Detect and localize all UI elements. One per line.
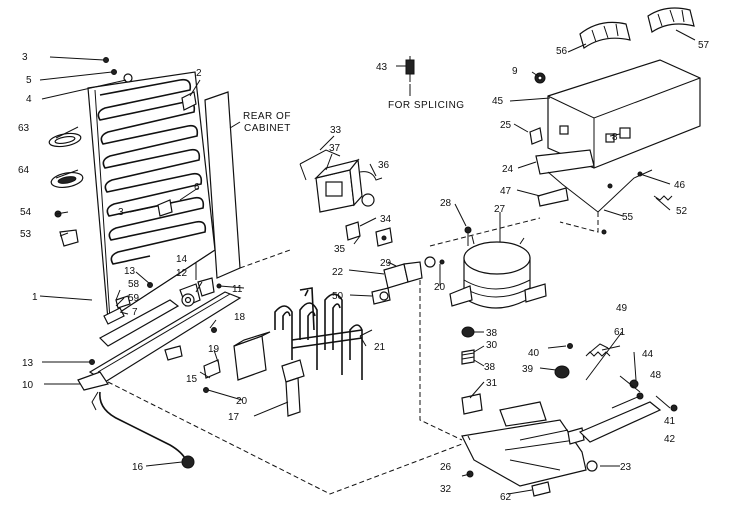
- callout-24: 24: [502, 164, 514, 175]
- heater-element-assembly: [164, 287, 373, 417]
- callout-27: 27: [494, 204, 506, 215]
- callout-40: 40: [528, 348, 540, 359]
- callout-58: 58: [128, 279, 140, 290]
- callout-55: 55: [622, 212, 634, 223]
- relay-overload-assembly: [299, 149, 393, 247]
- callout-43: 43: [376, 62, 388, 73]
- base-bracket-rail: [77, 277, 242, 391]
- callout-13-upper: 13: [124, 266, 136, 277]
- callout-46: 46: [674, 180, 686, 191]
- callout-45: 45: [492, 96, 504, 107]
- callout-37: 37: [329, 143, 341, 154]
- splice-connector: FOR SPLICING: [388, 56, 465, 111]
- callout-15: 15: [186, 374, 198, 385]
- callout-56: 56: [556, 46, 568, 57]
- rear-of-cabinet-panel: REAR OF CABINET: [204, 91, 291, 279]
- power-cord: [91, 391, 195, 469]
- callout-14: 14: [176, 254, 188, 265]
- callout-8: 8: [612, 132, 618, 143]
- compressor-mounts: [461, 326, 573, 415]
- callout-29: 29: [380, 258, 392, 269]
- callout-47: 47: [500, 186, 512, 197]
- compressor: [449, 226, 547, 309]
- compressor-base-frame: [461, 401, 598, 497]
- callout-31: 31: [486, 378, 498, 389]
- callout-28: 28: [440, 198, 452, 209]
- part-callouts: 3 5 4 2 63 64 54 53 3 6 1 13 58 59 7 14 …: [18, 40, 710, 503]
- callout-62: 62: [500, 492, 512, 503]
- callout-57: 57: [698, 40, 710, 51]
- mounting-bracket: [578, 343, 678, 443]
- callout-35: 35: [334, 244, 346, 255]
- callout-23: 23: [620, 462, 632, 473]
- callout-59: 59: [128, 293, 140, 304]
- callout-1: 1: [32, 292, 38, 303]
- electrical-box: [529, 59, 701, 235]
- callout-10: 10: [22, 380, 34, 391]
- callout-53: 53: [20, 229, 32, 240]
- callout-42: 42: [664, 434, 676, 445]
- callout-20-left: 20: [236, 396, 248, 407]
- callout-30: 30: [486, 340, 498, 351]
- callout-61: 61: [614, 327, 626, 338]
- callout-32: 32: [440, 484, 452, 495]
- callout-2: 2: [196, 68, 202, 79]
- callout-36: 36: [378, 160, 390, 171]
- callout-21: 21: [374, 342, 386, 353]
- callout-41: 41: [664, 416, 676, 427]
- callout-19: 19: [208, 344, 220, 355]
- callout-54: 54: [20, 207, 32, 218]
- callout-38-top: 38: [486, 328, 498, 339]
- callout-49: 49: [616, 303, 628, 314]
- rear-of-cabinet-label-line2: CABINET: [244, 123, 291, 134]
- leader-lines: [39, 29, 696, 495]
- callout-3-mid: 3: [118, 207, 124, 218]
- callout-4: 4: [26, 94, 32, 105]
- rear-of-cabinet-label-line1: REAR OF: [243, 111, 291, 122]
- reference-lines: [107, 217, 541, 495]
- callout-63: 63: [18, 123, 30, 134]
- callout-50: 50: [332, 291, 344, 302]
- callout-20-mid: 20: [434, 282, 446, 293]
- callout-52: 52: [676, 206, 688, 217]
- callout-9: 9: [512, 66, 518, 77]
- callout-22: 22: [332, 267, 344, 278]
- callout-26: 26: [440, 462, 452, 473]
- callout-7: 7: [132, 307, 138, 318]
- callout-33: 33: [330, 125, 342, 136]
- callout-44: 44: [642, 349, 654, 360]
- for-splicing-label: FOR SPLICING: [388, 100, 465, 111]
- callout-39: 39: [522, 364, 534, 375]
- callout-17: 17: [228, 412, 240, 423]
- callout-64: 64: [18, 165, 30, 176]
- callout-11: 11: [232, 284, 243, 295]
- spring: [585, 351, 611, 357]
- callout-18: 18: [234, 312, 246, 323]
- callout-34: 34: [380, 214, 392, 225]
- terminal-block: [371, 256, 445, 305]
- end-caps: [579, 7, 695, 49]
- callout-25: 25: [500, 120, 512, 131]
- callout-13-lower: 13: [22, 358, 34, 369]
- clamp-parts: [48, 132, 84, 189]
- callout-48: 48: [650, 370, 662, 381]
- callout-38-lower: 38: [484, 362, 496, 373]
- callout-3-top: 3: [22, 52, 28, 63]
- callout-6: 6: [194, 182, 200, 193]
- callout-5: 5: [26, 75, 32, 86]
- callout-16: 16: [132, 462, 144, 473]
- callout-12: 12: [176, 268, 188, 279]
